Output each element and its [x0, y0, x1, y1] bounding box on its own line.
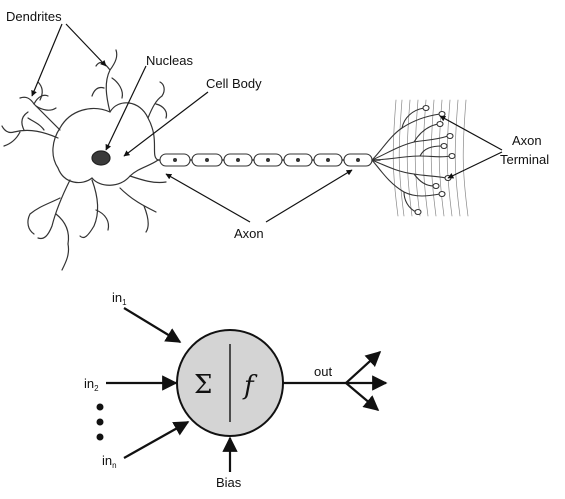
cell-body-outline: [52, 102, 160, 186]
dendrites-arrow-right: [65, 23, 107, 67]
output-label: out: [314, 364, 332, 379]
input-n-arrow: [123, 421, 190, 459]
axon-terminal-arrow-down: [447, 151, 503, 179]
axon-shaft: [157, 153, 381, 167]
ellipsis-dot: [96, 418, 104, 426]
target-tissue: [392, 99, 469, 217]
nucleus-arrow: [105, 65, 147, 151]
cell-body-arrow: [123, 91, 209, 157]
input-n-label: inn: [102, 453, 117, 470]
sum-symbol: Σ: [194, 370, 212, 400]
axon-terminal-label-line2: Terminal: [500, 152, 549, 167]
axon-terminals: [371, 104, 456, 216]
ellipsis-dot: [96, 403, 104, 411]
nucleus-label: Nucleas: [146, 53, 193, 68]
bias-label: Bias: [216, 475, 242, 490]
dendrites: [1, 49, 168, 271]
nucleus: [91, 150, 111, 166]
input-2-label: in2: [84, 376, 99, 393]
output-arrow-up: [345, 350, 382, 384]
input-1-label: in1: [112, 290, 127, 307]
dendrites-arrow-left: [31, 23, 63, 97]
neuron-callouts: [31, 23, 503, 223]
neuron-labels: Dendrites Nucleas Cell Body Axon Axon Te…: [6, 9, 549, 241]
axon-terminal-label-line1: Axon: [512, 133, 542, 148]
axon-arrow-right: [265, 169, 353, 223]
output-arrow-down: [345, 382, 380, 411]
perceptron: Σ f in1 in2 inn out Bias: [84, 290, 388, 490]
axon-arrow-left: [165, 173, 251, 223]
dendrites-label: Dendrites: [6, 9, 62, 24]
cell-body-label: Cell Body: [206, 76, 262, 91]
axon-terminal-arrow-up: [439, 115, 503, 151]
ellipsis-dot: [96, 433, 104, 441]
input-1-arrow: [123, 307, 182, 343]
axon-label: Axon: [234, 226, 264, 241]
